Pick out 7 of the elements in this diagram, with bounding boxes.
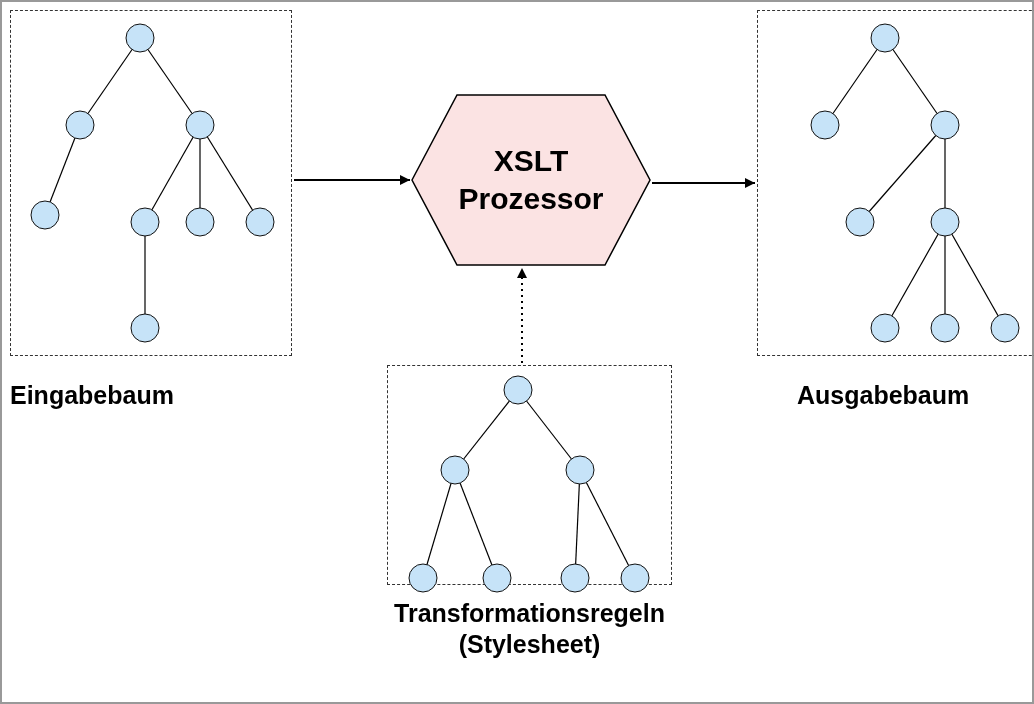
processor-label: XSLT Prozessor — [457, 143, 605, 217]
tree-caption: Transformationsregeln (Stylesheet) — [393, 598, 666, 661]
tree-caption: Ausgabebaum — [797, 380, 971, 411]
arrow — [293, 175, 411, 185]
tree-caption: Eingabebaum — [10, 380, 175, 411]
arrow — [517, 267, 527, 364]
arrow — [651, 178, 756, 188]
